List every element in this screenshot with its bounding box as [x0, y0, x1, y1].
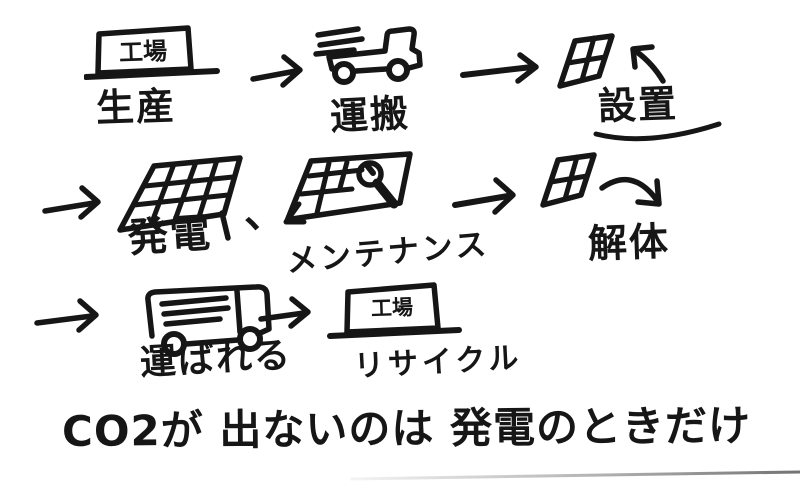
- arrow-curved-down-right-icon: [599, 177, 662, 207]
- scan-edge-artifact: [350, 470, 800, 481]
- arrow-right-icon: [34, 298, 99, 333]
- step-label-recycling: リサイクル: [353, 340, 524, 385]
- factory-production-group: 工場: [84, 22, 220, 94]
- comma-separator: 、: [244, 188, 289, 237]
- solar-panel-small-icon: [540, 152, 597, 208]
- factory-icon: [327, 282, 462, 339]
- factory-box-label: 工場: [370, 295, 414, 321]
- arrow-right-icon: [250, 54, 303, 88]
- solar-panel-wrench-icon: [283, 151, 413, 225]
- arrow-right-icon: [42, 185, 101, 220]
- arrow-right-icon: [452, 177, 516, 215]
- factory-box-label: 工場: [118, 37, 168, 67]
- truck-icon: [145, 284, 272, 357]
- step-label-transport: 運搬: [328, 90, 412, 140]
- factory-icon: [84, 25, 220, 80]
- underline-swoosh-icon: [593, 121, 722, 142]
- factory-recycling-group: 工場: [326, 280, 468, 350]
- step-label-production: 生産: [95, 83, 177, 131]
- truck-icon: [313, 26, 423, 85]
- step-label-transport-to-recycle: 運ばれる: [139, 335, 293, 384]
- arrow-right-icon: [258, 296, 311, 329]
- solar-panel-icon: [117, 155, 243, 241]
- step-label-dismantling: 解体: [587, 219, 671, 268]
- step-label-power-generation: 発電: [126, 210, 214, 262]
- arrow-right-long-icon: [460, 52, 539, 84]
- arrow-up-left-icon: [630, 44, 666, 84]
- caption-co2-note: CO2が 出ないのは 発電のときだけ: [61, 400, 752, 457]
- solar-panel-small-icon: [557, 33, 615, 89]
